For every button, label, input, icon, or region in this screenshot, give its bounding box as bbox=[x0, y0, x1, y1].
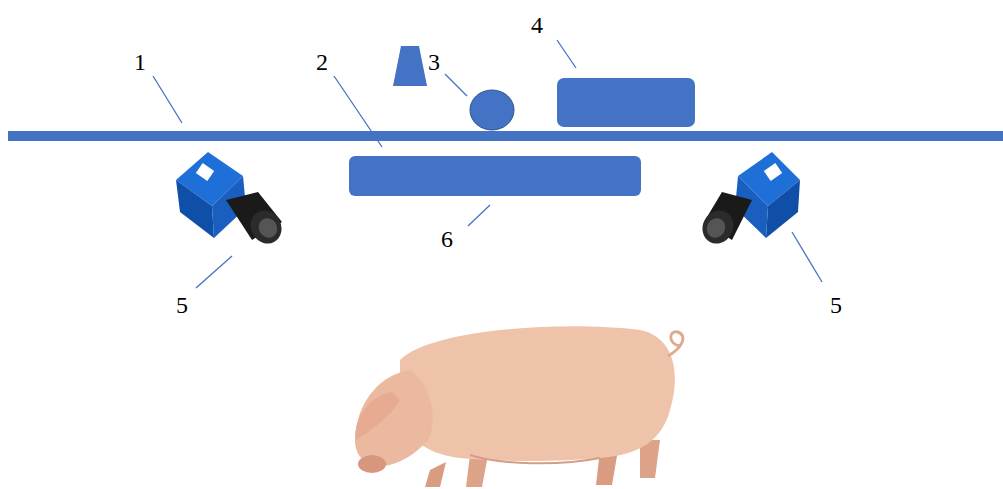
callout-number: 4 bbox=[531, 13, 543, 37]
leader-line bbox=[445, 74, 467, 96]
callout-number: 2 bbox=[316, 50, 328, 74]
leader-line bbox=[468, 205, 490, 226]
callout-number: 5 bbox=[176, 293, 188, 317]
callout-number: 6 bbox=[441, 227, 453, 251]
lower-block bbox=[349, 156, 641, 196]
leader-line bbox=[196, 256, 232, 288]
callout-number: 3 bbox=[428, 50, 440, 74]
round-part bbox=[470, 90, 514, 130]
camera-left bbox=[176, 152, 287, 249]
camera-right bbox=[697, 152, 800, 249]
rail-bar bbox=[8, 131, 1003, 141]
callout-number: 1 bbox=[134, 50, 146, 74]
upper-block bbox=[557, 78, 695, 127]
leader-line bbox=[153, 76, 182, 123]
pig-illustration bbox=[355, 326, 683, 487]
trapezoid-part bbox=[393, 46, 427, 86]
callout-number: 5 bbox=[830, 293, 842, 317]
leader-line bbox=[557, 40, 576, 68]
leader-lines bbox=[153, 40, 822, 288]
leader-line bbox=[792, 232, 822, 282]
